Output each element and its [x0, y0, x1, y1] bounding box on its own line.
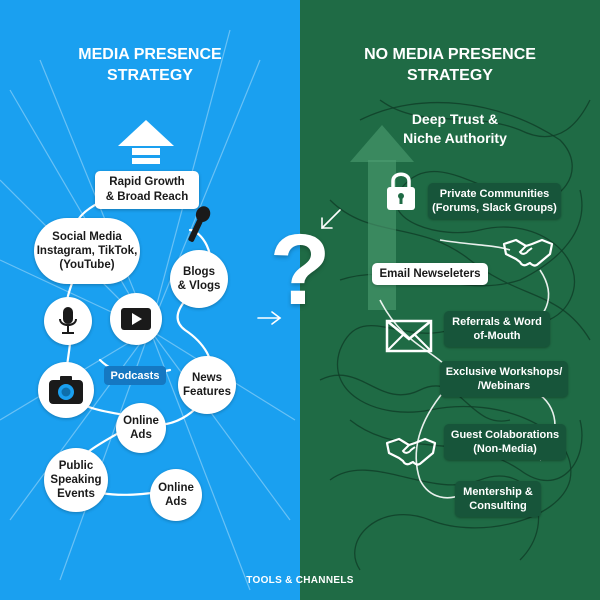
envelope-icon — [385, 319, 433, 353]
guest-line1: Guest Colaborations — [450, 429, 560, 441]
right-heading: NO MEDIA PRESENCE STRATEGY — [320, 44, 580, 86]
guest-collaborations-box: Guest Colaborations (Non-Media) — [444, 424, 566, 460]
mentorship-box: Mentership & Consulting — [455, 481, 541, 517]
handshake-icon-2 — [385, 437, 437, 466]
workshops-line1: Exclusive Workshops/ — [445, 366, 563, 378]
trust-line1: Deep Trust & — [411, 111, 499, 127]
microphone-node — [44, 297, 92, 345]
right-heading-line1: NO MEDIA PRESENCE — [364, 46, 536, 63]
public-line3: Events — [57, 488, 95, 500]
right-heading-line2: STRATEGY — [407, 67, 493, 84]
online-ads-node-1: Online Ads — [116, 403, 166, 453]
news-features-node: News Features — [178, 356, 236, 414]
workshops-line2: /Webinars — [477, 380, 531, 392]
left-heading-line2: STRATEGY — [107, 67, 193, 84]
handheld-microphone-icon — [188, 206, 211, 242]
question-mark-text: ? — [269, 214, 331, 326]
private-line2: (Forums, Slack Groups) — [432, 202, 557, 214]
guest-line2: (Non-Media) — [473, 443, 537, 455]
camera-icon — [49, 376, 83, 404]
private-communities-box: Private Communities (Forums, Slack Group… — [428, 183, 561, 219]
rapid-growth-line1: Rapid Growth — [109, 176, 185, 188]
email-newsletters-box: Email Newseleters — [372, 263, 488, 285]
workshops-box: Exclusive Workshops/ /Webinars — [440, 361, 568, 397]
podcasts-text: Podcasts — [110, 369, 160, 382]
faint-up-arrow — [350, 125, 414, 310]
center-arrows — [257, 209, 341, 325]
handshake-icon — [502, 238, 554, 267]
youtube-node — [110, 293, 162, 345]
padlock-icon — [387, 172, 415, 210]
social-line2: Instagram, TikTok, — [36, 245, 138, 257]
mentor-line2: Consulting — [469, 500, 527, 512]
online-ads-2-line2: Ads — [165, 496, 187, 508]
left-heading: MEDIA PRESENCE STRATEGY — [20, 44, 280, 86]
news-line2: Features — [183, 386, 231, 398]
up-arrow-icon — [118, 120, 174, 164]
news-line1: News — [191, 372, 223, 384]
trust-line2: Niche Authority — [403, 130, 507, 146]
private-line1: Private Communities — [439, 188, 550, 200]
podcasts-label: Podcasts — [104, 366, 166, 385]
online-ads-1-line2: Ads — [130, 429, 152, 441]
youtube-play-icon — [121, 308, 151, 330]
email-text: Email Newseleters — [379, 267, 481, 280]
online-ads-node-2: Online Ads — [150, 469, 202, 521]
left-heading-line1: MEDIA PRESENCE — [78, 46, 222, 63]
online-ads-1-line1: Online — [123, 415, 159, 427]
public-speaking-node: Public Speaking Events — [44, 448, 108, 512]
social-line1: Social Media — [52, 231, 122, 243]
referrals-box: Referrals & Word of-Mouth — [444, 311, 550, 347]
microphone-icon — [59, 307, 77, 334]
question-mark-icon: ? — [262, 215, 338, 325]
trust-heading: Deep Trust & Niche Authority — [390, 110, 520, 148]
camera-node — [38, 362, 94, 418]
footer-label: TOOLS & CHANNELS — [246, 575, 354, 586]
rapid-growth-line2: & Broad Reach — [105, 191, 189, 203]
blogs-line1: Blogs — [183, 266, 215, 278]
social-line3: (YouTube) — [59, 259, 115, 271]
public-line1: Public — [58, 460, 94, 472]
blogs-line2: & Vlogs — [177, 280, 221, 292]
online-ads-2-line1: Online — [158, 482, 194, 494]
mentor-line1: Mentership & — [463, 486, 533, 498]
social-media-node: Social Media Instagram, TikTok, (YouTube… — [34, 218, 140, 284]
rapid-growth-box: Rapid Growth & Broad Reach — [95, 171, 199, 209]
referrals-line1: Referrals & Word — [452, 316, 542, 328]
blogs-vlogs-node: Blogs & Vlogs — [170, 250, 228, 308]
referrals-line2: of-Mouth — [473, 330, 521, 342]
no-media-presence-panel — [300, 0, 600, 600]
public-line2: Speaking — [50, 474, 102, 486]
